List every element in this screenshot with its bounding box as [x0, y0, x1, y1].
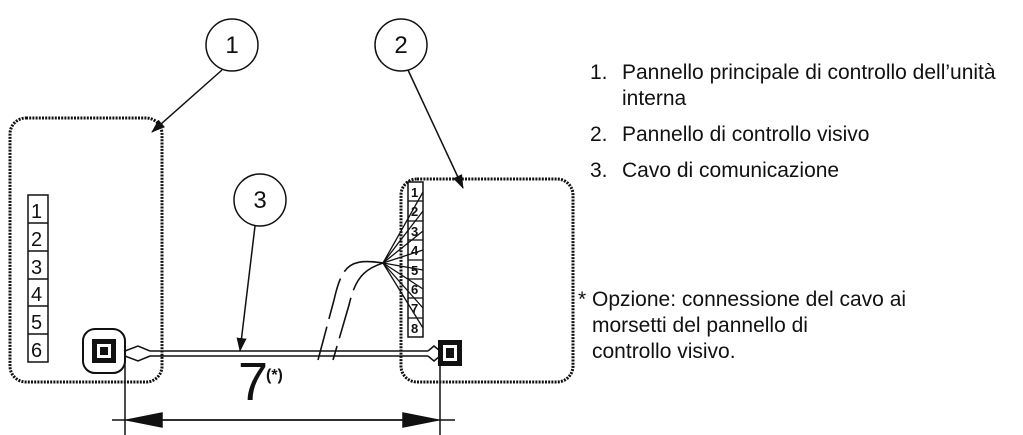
right-terminal-strip: 1 2 3 4 5 6 7 8: [407, 181, 424, 338]
svg-text:2: 2: [394, 32, 407, 59]
svg-text:1: 1: [225, 32, 238, 59]
left-terminal-label: 2: [31, 229, 42, 251]
left-terminal-label: 6: [31, 340, 42, 362]
callout-2: 2: [374, 18, 464, 189]
left-terminal-label: 1: [31, 201, 42, 223]
legend-item: 3. Cavo di comunicazione: [590, 159, 840, 182]
right-terminal-label: 3: [411, 224, 418, 239]
left-connector: [82, 328, 126, 374]
right-terminal-label: 8: [411, 321, 418, 336]
legend-item: 2. Pannello di controllo visivo: [590, 123, 870, 146]
main-control-panel: [8, 116, 164, 384]
left-terminal-label: 4: [31, 284, 42, 306]
right-terminal-label: 7: [411, 301, 418, 316]
dimension-line: [112, 362, 455, 435]
right-terminal-label: 5: [411, 263, 418, 278]
option-note: * Opzione: connessione del cavo ai morse…: [578, 287, 1018, 365]
visual-control-panel: [399, 177, 575, 384]
right-connector: [438, 340, 462, 366]
note-line: * Opzione: connessione del cavo ai: [578, 288, 907, 311]
optional-cable: [317, 260, 384, 361]
legend: 1. Pannello principale di controllo dell…: [590, 60, 1023, 194]
callout-3: 3: [233, 173, 287, 352]
right-terminal-label: 6: [411, 282, 418, 297]
right-terminal-label: 2: [411, 204, 418, 219]
legend-item: 1. Pannello principale di controllo dell…: [590, 61, 996, 110]
left-terminal-label: 3: [31, 257, 42, 279]
right-terminal-label: 4: [411, 243, 419, 258]
dimension-suffix: (*): [266, 367, 283, 384]
dimension-label: 7: [238, 352, 268, 412]
left-terminal-label: 5: [31, 312, 42, 334]
note-line: controllo visivo.: [592, 340, 736, 363]
svg-text:3: 3: [253, 187, 266, 214]
communication-cable: [124, 345, 441, 362]
terminal-fan-wires: [382, 191, 424, 329]
left-terminal-strip: 1 2 3 4 5 6: [27, 194, 49, 363]
right-terminal-label: 1: [411, 185, 418, 200]
callout-1: 1: [151, 18, 259, 133]
note-line: morsetti del pannello di: [592, 314, 808, 337]
